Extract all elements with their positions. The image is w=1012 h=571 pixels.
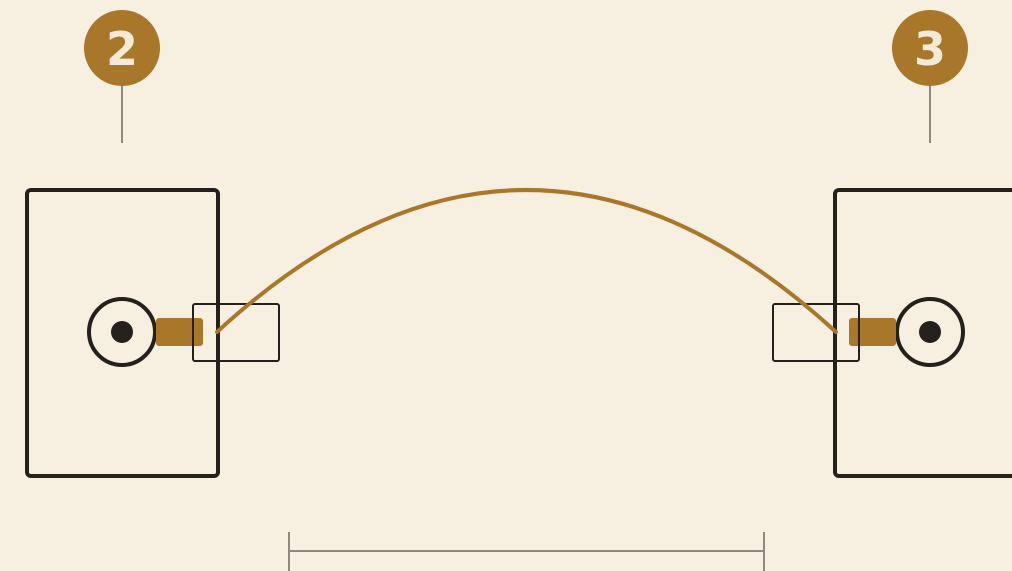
- coaxial-port-icon: [895, 297, 965, 367]
- marker-badge-right: [892, 10, 968, 86]
- marker-number-right: 3: [914, 22, 946, 76]
- plug-connector-icon: [156, 318, 203, 346]
- connector-housing-left: [192, 303, 280, 362]
- dimension-bracket: [288, 532, 765, 571]
- marker-number-left: 2: [106, 22, 138, 76]
- device-right: [772, 188, 1012, 478]
- plug-connector-icon: [849, 318, 896, 346]
- cable-arc: [215, 188, 838, 334]
- device-left: [25, 188, 280, 478]
- connector-housing-right: [772, 303, 860, 362]
- callout-marker-right: 3: [892, 10, 968, 143]
- marker-badge-left: [84, 10, 160, 86]
- coaxial-port-icon: [87, 297, 157, 367]
- callout-marker-left: 2: [84, 10, 160, 143]
